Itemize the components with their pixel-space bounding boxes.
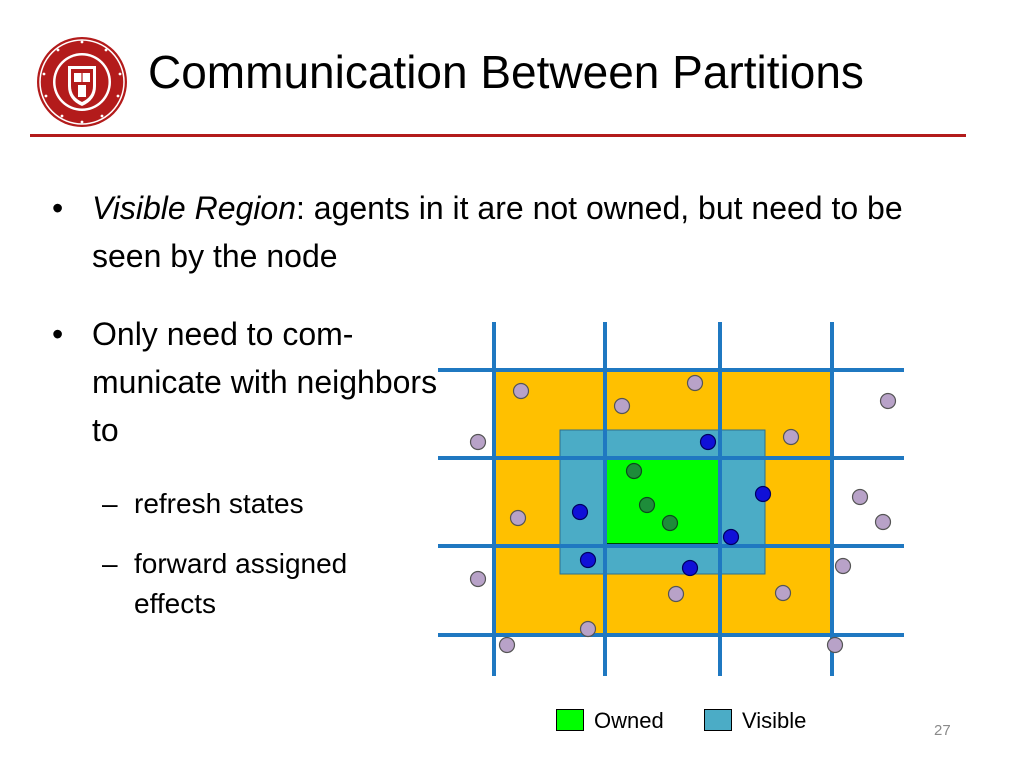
agent-visible — [754, 485, 772, 503]
agent-visible — [699, 433, 717, 451]
agent-outer — [509, 509, 527, 527]
bullet-marker: • — [52, 190, 64, 226]
title-divider — [30, 134, 966, 137]
agent-owned — [625, 462, 643, 480]
agent-outer — [498, 636, 516, 654]
visible-region-term: Visible Region — [92, 190, 296, 226]
sub-bullet-text: refresh states — [134, 488, 304, 519]
page-number: 27 — [934, 722, 951, 739]
agent-outer — [613, 397, 631, 415]
agent-outer — [879, 392, 897, 410]
owned-swatch — [556, 709, 584, 731]
legend-label: Owned — [594, 708, 664, 733]
partition-diagram — [430, 318, 910, 682]
agent-outer — [782, 428, 800, 446]
agent-outer — [686, 374, 704, 392]
agent-visible — [571, 503, 589, 521]
grid-lines — [438, 322, 904, 676]
sub-bullet-marker: – — [102, 548, 118, 579]
sub-bullet-marker: – — [102, 488, 118, 519]
agent-visible — [579, 551, 597, 569]
bullet-text: Only need to com-municate with neighbors… — [92, 316, 438, 448]
agent-outer — [579, 620, 597, 638]
page-title: Communication Between Partitions — [148, 46, 864, 98]
visible-swatch — [704, 709, 732, 731]
sub-bullet-text: forward assigned effects — [134, 548, 348, 619]
agent-outer — [774, 584, 792, 602]
agent-visible — [681, 559, 699, 577]
agent-outer — [834, 557, 852, 575]
agent-outer — [469, 570, 487, 588]
agent-outer — [874, 513, 892, 531]
agent-outer — [469, 433, 487, 451]
bullet-marker: • — [52, 316, 64, 352]
agent-outer — [826, 636, 844, 654]
agent-outer — [512, 382, 530, 400]
owned-region — [604, 457, 721, 545]
legend-label: Visible — [742, 708, 807, 733]
agent-owned — [661, 514, 679, 532]
agent-owned — [638, 496, 656, 514]
agent-visible — [722, 528, 740, 546]
bullet-text: Visible Region: agents in it are not own… — [92, 184, 972, 280]
agent-outer — [667, 585, 685, 603]
cornell-seal-icon — [34, 34, 130, 130]
visible-region-description: : agents in it are not owned, but need t… — [92, 190, 903, 274]
agent-outer — [851, 488, 869, 506]
